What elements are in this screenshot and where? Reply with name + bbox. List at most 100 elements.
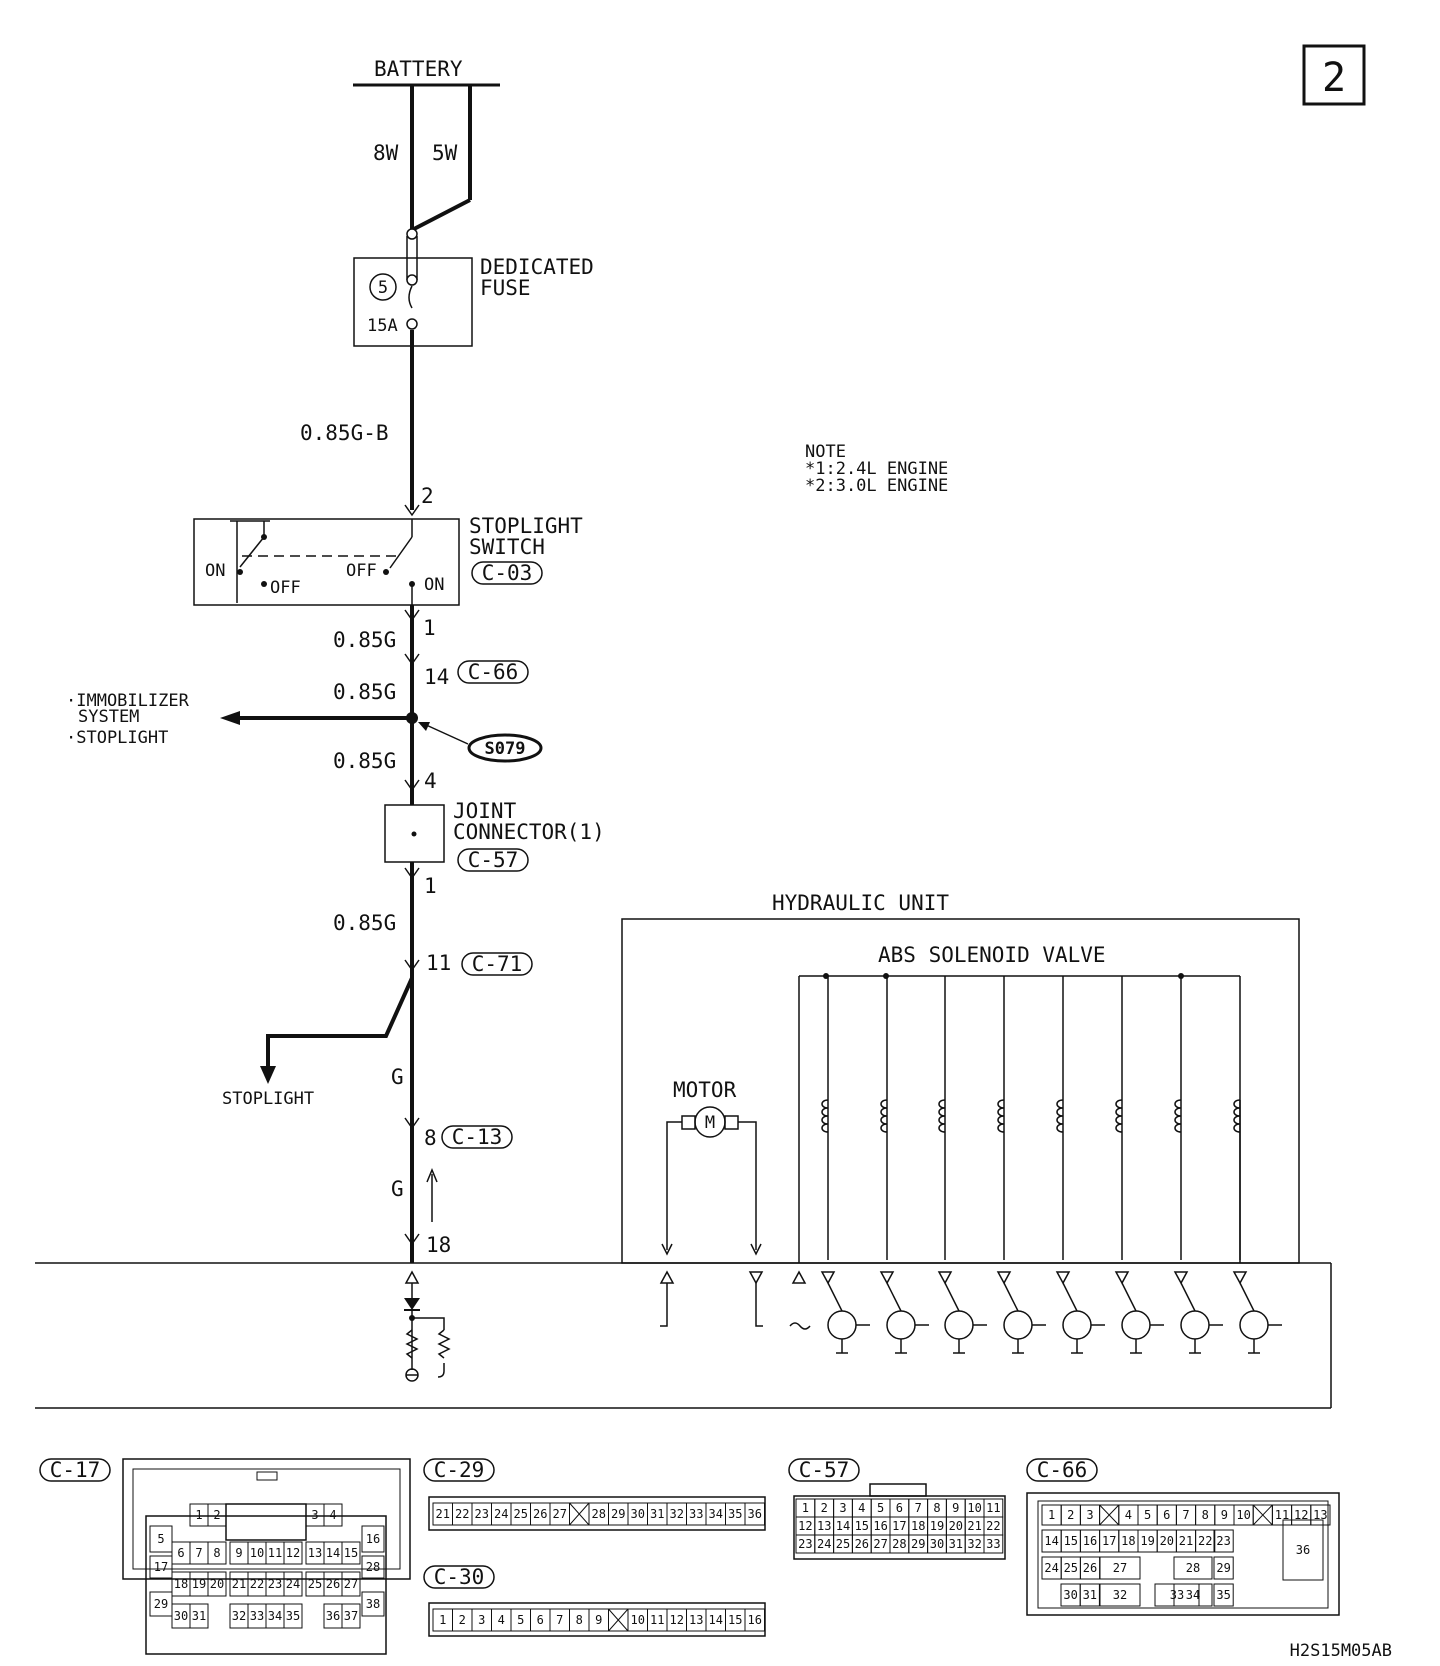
c29-cell: 32 xyxy=(670,1507,684,1521)
joint-pin-top: 4 xyxy=(424,769,437,793)
c66-cell: 10 xyxy=(1236,1508,1250,1522)
c13-pin-label: 8 C-13 xyxy=(404,1117,513,1150)
c66-cell: 23 xyxy=(1216,1534,1230,1548)
fuse-rating: 15A xyxy=(367,316,398,336)
c66-cell: 4 xyxy=(1125,1508,1132,1522)
c66-cell: 1 xyxy=(1048,1508,1055,1522)
c17-cell: 16 xyxy=(366,1532,380,1546)
note: NOTE *1:2.4L ENGINE *2:3.0L ENGINE xyxy=(805,442,948,496)
c57-cell: 19 xyxy=(930,1519,944,1533)
note-title: NOTE xyxy=(805,442,846,462)
solenoid-7 xyxy=(1174,973,1184,1260)
c29-cell: 26 xyxy=(533,1507,547,1521)
c57-cell: 33 xyxy=(986,1537,1000,1551)
c29-cell: 21 xyxy=(436,1507,450,1521)
driver-3 xyxy=(937,1271,987,1354)
c66-cell: 15 xyxy=(1064,1534,1078,1548)
c30-cell: 8 xyxy=(576,1613,583,1627)
c30-cell: 3 xyxy=(478,1613,485,1627)
switch-connector-id: C-03 xyxy=(482,561,533,585)
c66-cell: 12 xyxy=(1294,1508,1308,1522)
c30-cell: 2 xyxy=(459,1613,466,1627)
c17-cell: 36 xyxy=(326,1609,340,1623)
c57-cell: 7 xyxy=(915,1501,922,1515)
c17-cell: 35 xyxy=(286,1609,300,1623)
page-number-box: 2 xyxy=(1302,44,1366,106)
c57-cell: 26 xyxy=(855,1537,869,1551)
c30-cell: 12 xyxy=(670,1613,684,1627)
c66-cell: 34 xyxy=(1186,1588,1200,1602)
c29-blank-cell xyxy=(569,1502,590,1526)
solenoid-3 xyxy=(938,976,946,1260)
c17-cell: 38 xyxy=(366,1597,380,1611)
c66-cell-box xyxy=(1213,1583,1234,1607)
valve-drivers xyxy=(820,1271,1282,1354)
joint-connector-id: C-57 xyxy=(468,848,519,872)
joint-label-line2: CONNECTOR(1) xyxy=(453,820,605,844)
c17-cell: 14 xyxy=(326,1546,340,1560)
c17-name: C-17 xyxy=(50,1458,101,1482)
c57-cell: 8 xyxy=(933,1501,940,1515)
c66-blank-cell xyxy=(1252,1504,1273,1526)
wire-size-1: 0.85G-B xyxy=(300,421,389,445)
c66-cell-box xyxy=(1213,1556,1234,1580)
c57-cell: 23 xyxy=(798,1537,812,1551)
dedicated-fuse: 5 15A DEDICATED FUSE xyxy=(353,228,594,347)
c57-cell: 15 xyxy=(855,1519,869,1533)
switch-pin-bottom: 1 xyxy=(423,616,436,640)
branch-line1: ·IMMOBILIZER xyxy=(66,691,190,711)
c57-name: C-57 xyxy=(799,1458,850,1482)
driver-8 xyxy=(1232,1271,1282,1354)
c17-cell: 9 xyxy=(235,1546,242,1560)
c29-cell: 22 xyxy=(455,1507,469,1521)
c30-cell: 5 xyxy=(517,1613,524,1627)
c66-name: C-66 xyxy=(1037,1458,1088,1482)
c17-cell: 32 xyxy=(232,1609,246,1623)
c57-cell: 11 xyxy=(986,1501,1000,1515)
c57-cell: 10 xyxy=(967,1501,981,1515)
stoplight-branch-label: STOPLIGHT xyxy=(222,1089,314,1109)
switch-on-right: ON xyxy=(424,575,444,595)
c57-cell: 16 xyxy=(873,1519,887,1533)
c17-cell: 3 xyxy=(311,1508,318,1522)
c57-cell: 5 xyxy=(877,1501,884,1515)
switch-label-line1: STOPLIGHT xyxy=(469,514,583,538)
c66-blank-cell xyxy=(1099,1504,1120,1526)
c30-cell: 14 xyxy=(709,1613,723,1627)
driver-1 xyxy=(820,1271,870,1354)
c17-cell: 18 xyxy=(174,1577,188,1591)
c29-cell: 28 xyxy=(592,1507,606,1521)
c30-cell: 4 xyxy=(498,1613,505,1627)
c17-cell: 37 xyxy=(344,1609,358,1623)
c30-cell: 11 xyxy=(650,1613,664,1627)
c66-cell-box xyxy=(1079,1583,1100,1607)
c66-pin-label: 14 C-66 xyxy=(404,653,529,689)
c66-cell-box xyxy=(1099,1583,1141,1607)
c29-cell: 30 xyxy=(631,1507,645,1521)
c57-cell: 3 xyxy=(839,1501,846,1515)
joint-pin-bottom: 1 xyxy=(424,874,437,898)
c57-cell: 9 xyxy=(952,1501,959,1515)
wire-size-4: 0.85G xyxy=(333,749,396,773)
switch-label-line2: SWITCH xyxy=(469,535,545,559)
c66-cell: 29 xyxy=(1216,1561,1230,1575)
c66-cell: 17 xyxy=(1102,1534,1116,1548)
c17-cell: 12 xyxy=(286,1546,300,1560)
c17-cell: 21 xyxy=(232,1577,246,1591)
c66-cell-box xyxy=(1173,1556,1213,1580)
c30-cell: 13 xyxy=(689,1613,703,1627)
c17-cell: 2 xyxy=(213,1508,220,1522)
c66-connector-id: C-66 xyxy=(468,660,519,684)
c30-cell: 6 xyxy=(537,1613,544,1627)
c57-cell: 21 xyxy=(967,1519,981,1533)
c30-cell: 1 xyxy=(439,1613,446,1627)
wire-size-5w: 5W xyxy=(432,141,458,165)
driver-5 xyxy=(1055,1271,1105,1354)
c66-cell: 22 xyxy=(1198,1534,1212,1548)
fuse-label-line2: FUSE xyxy=(480,276,531,300)
c57-cell: 29 xyxy=(911,1537,925,1551)
splice-label: S079 xyxy=(485,739,526,759)
c17-cell: 1 xyxy=(195,1508,202,1522)
